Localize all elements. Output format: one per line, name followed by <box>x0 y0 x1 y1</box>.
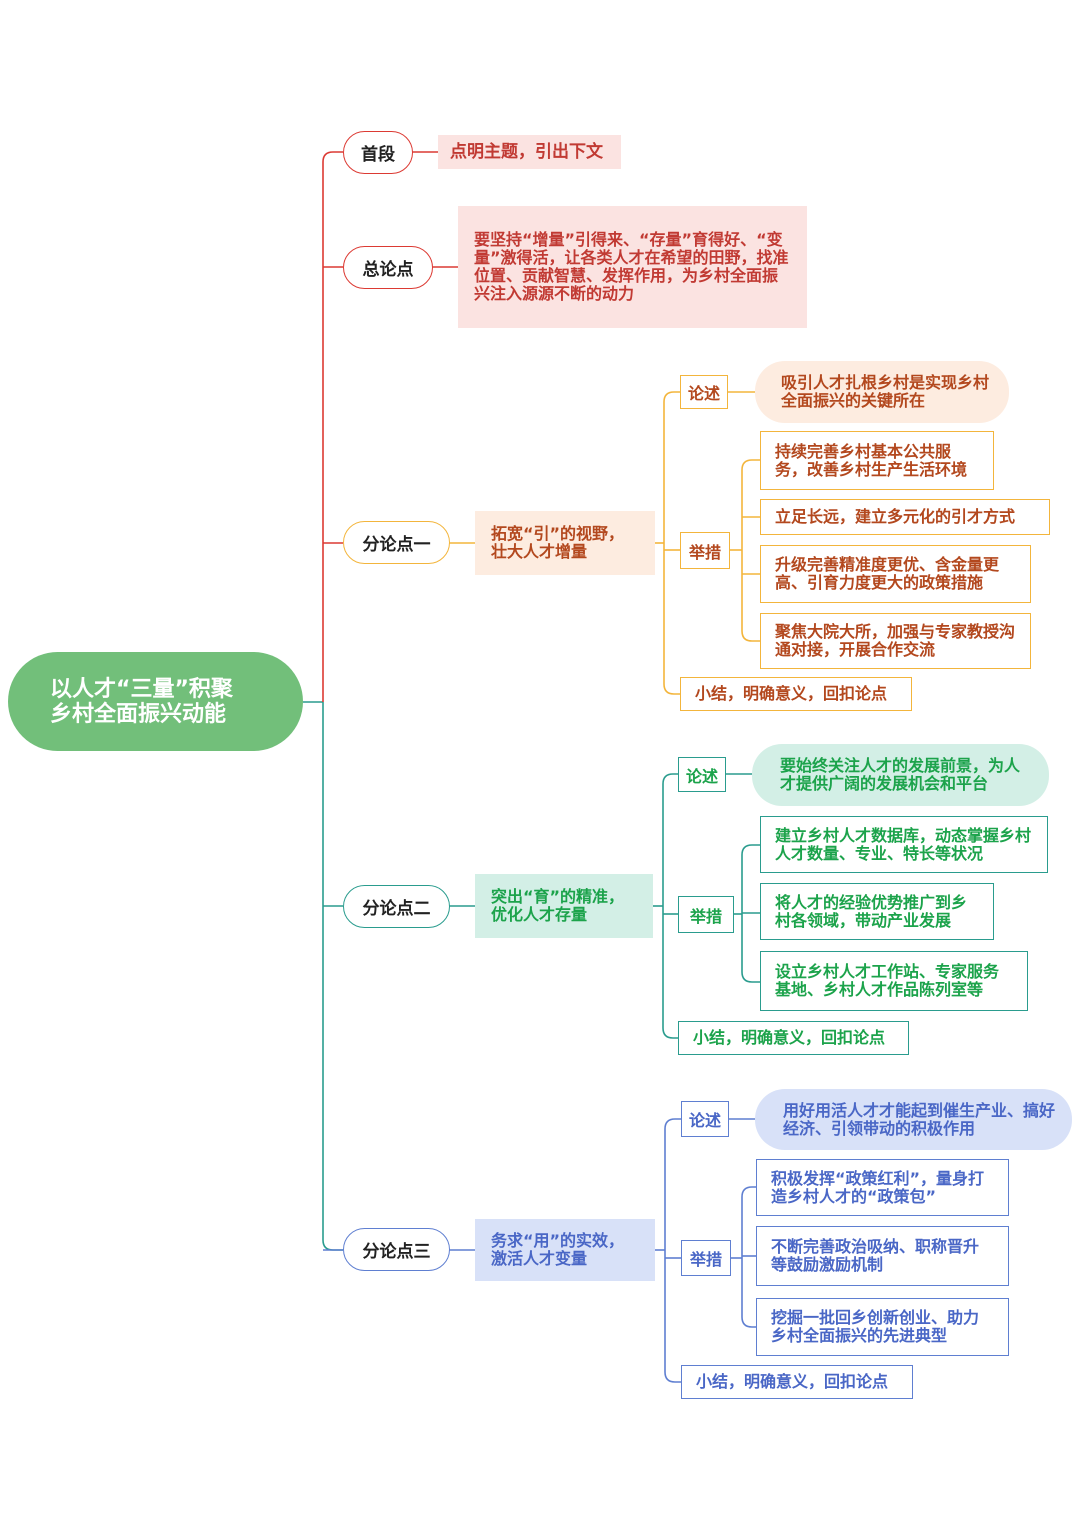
point-two-measure-1: 建立乡村人才数据库，动态掌握乡村人才数量、专业、特长等状况 <box>760 816 1048 873</box>
point-three-measure-1: 积极发挥“政策红利”，量身打造乡村人才的“政策包” <box>756 1159 1009 1216</box>
point-three-measure-3: 挖掘一批回乡创新创业、助力乡村全面振兴的先进典型 <box>756 1298 1009 1356</box>
point-two-title: 突出“育”的精准，优化人才存量 <box>475 874 653 938</box>
point-three-summary: 小结，明确意义，回扣论点 <box>681 1365 913 1399</box>
point-three-node[interactable]: 分论点三 <box>343 1228 450 1271</box>
point-one-measure-4: 聚焦大院大所，加强与专家教授沟通对接，开展合作交流 <box>760 613 1031 669</box>
point-one-measure-1: 持续完善乡村基本公共服务，改善乡村生产生活环境 <box>760 431 994 490</box>
point-three-measure-2: 不断完善政治吸纳、职称晋升等鼓励激励机制 <box>756 1226 1009 1286</box>
point-one-argument-tag[interactable]: 论述 <box>680 375 728 409</box>
point-two-summary: 小结，明确意义，回扣论点 <box>678 1021 909 1055</box>
point-three-argument-tag[interactable]: 论述 <box>681 1101 729 1137</box>
intro-text: 点明主题，引出下文 <box>438 135 621 169</box>
point-one-measure-3: 升级完善精准度更优、含金量更高、引育力度更大的政策措施 <box>760 545 1031 603</box>
point-two-measure-2: 将人才的经验优势推广到乡村各领域，带动产业发展 <box>760 883 994 940</box>
point-one-measure-2: 立足长远，建立多元化的引才方式 <box>760 499 1050 535</box>
point-one-node[interactable]: 分论点一 <box>343 521 450 564</box>
intro-node[interactable]: 首段 <box>343 131 413 174</box>
point-three-title: 务求“用”的实效，激活人才变量 <box>475 1219 655 1281</box>
point-one-summary: 小结，明确意义，回扣论点 <box>680 677 912 711</box>
thesis-node[interactable]: 总论点 <box>343 246 433 289</box>
thesis-text: 要坚持“增量”引得来、“存量”育得好、“变量”激得活，让各类人才在希望的田野，找… <box>458 206 807 328</box>
point-one-argument: 吸引人才扎根乡村是实现乡村全面振兴的关键所在 <box>755 361 1009 423</box>
point-one-title: 拓宽“引”的视野，壮大人才增量 <box>475 511 655 575</box>
point-two-argument-tag[interactable]: 论述 <box>678 757 726 792</box>
point-three-argument: 用好用活人才才能起到催生产业、搞好经济、引领带动的积极作用 <box>755 1089 1072 1150</box>
point-one-measures-tag[interactable]: 举措 <box>680 532 730 569</box>
point-two-argument: 要始终关注人才的发展前景，为人才提供广阔的发展机会和平台 <box>752 744 1049 806</box>
point-two-measures-tag[interactable]: 举措 <box>678 896 734 933</box>
point-two-measure-3: 设立乡村人才工作站、专家服务基地、乡村人才作品陈列室等 <box>760 951 1028 1011</box>
point-three-measures-tag[interactable]: 举措 <box>681 1240 731 1276</box>
root-topic[interactable]: 以人才“三量”积聚 乡村全面振兴动能 <box>8 652 303 751</box>
point-two-node[interactable]: 分论点二 <box>343 885 450 928</box>
